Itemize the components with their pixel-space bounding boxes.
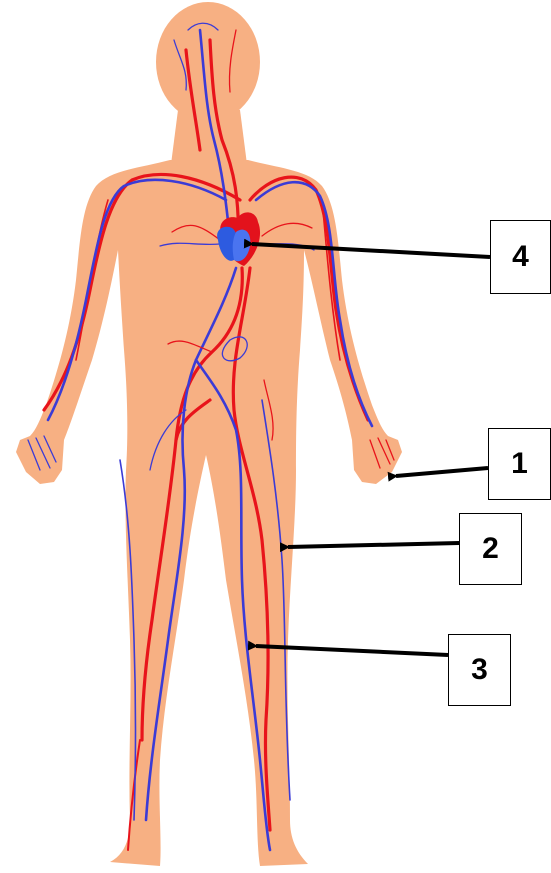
arrow-2 — [288, 543, 459, 547]
label-box-4: 4 — [490, 220, 551, 294]
label-box-2: 2 — [459, 513, 522, 585]
body-silhouette — [16, 2, 402, 866]
label-box-1: 1 — [488, 428, 551, 500]
arrow-1 — [396, 468, 488, 476]
label-box-3: 3 — [448, 634, 511, 706]
